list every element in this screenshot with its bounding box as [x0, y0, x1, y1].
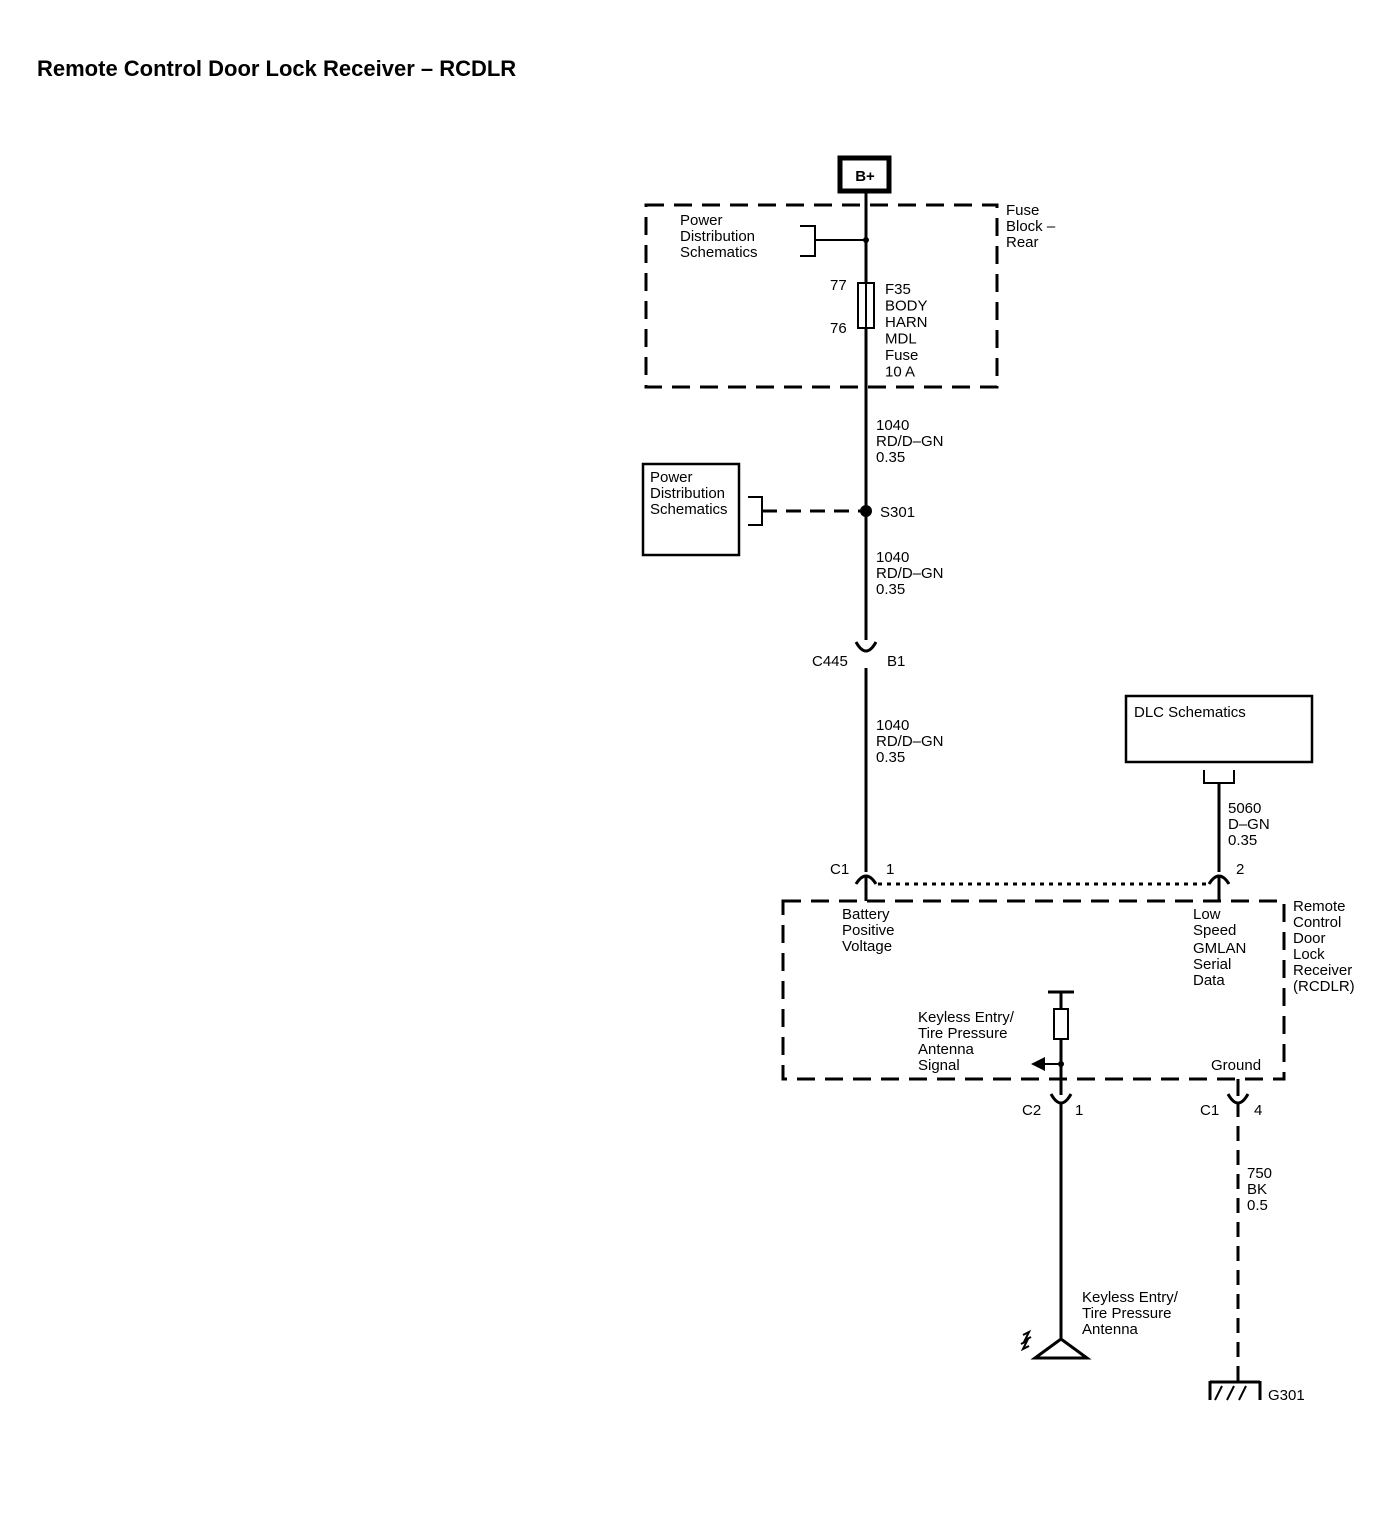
dlc-bracket-icon [1203, 770, 1235, 784]
wire-label-750: 750 BK 0.5 [1247, 1165, 1276, 1214]
ref-bracket-icon [800, 225, 816, 257]
wire-label-1040-a: 1040 RD/D–GN 0.35 [876, 417, 948, 466]
battery-source: B+ [837, 155, 892, 194]
fuse-block-rear [644, 203, 999, 389]
antenna-label: Keyless Entry/ Tire Pressure Antenna [1082, 1289, 1182, 1338]
splice-dot [860, 505, 872, 517]
c1-pin2-number: 2 [1236, 861, 1244, 878]
connector-c445-icon [854, 641, 878, 653]
antenna-icon [1030, 1337, 1092, 1360]
wire-label-1040-c: 1040 RD/D–GN 0.35 [876, 717, 948, 766]
splice-bracket-icon [748, 496, 763, 526]
c445-pin: B1 [887, 653, 905, 670]
battery-source-label: B+ [855, 168, 875, 185]
c1-pin4-number: 4 [1254, 1102, 1262, 1119]
fuse-pin-in: 77 [830, 277, 847, 294]
fuse-block-name: Fuse Block – Rear [1006, 202, 1059, 251]
splice-ref: Power Distribution Schematics [650, 469, 729, 518]
radio-wave-icon [1020, 1329, 1032, 1352]
rcdlr-module [781, 899, 1286, 1081]
c2-pin1-number: 1 [1075, 1102, 1083, 1119]
fuse-pin-out: 76 [830, 320, 847, 337]
ground-name: G301 [1268, 1387, 1305, 1404]
lan-label: Low Speed GMLAN Serial Data [1193, 906, 1251, 989]
c1-pin1-connector: C1 [830, 861, 849, 878]
c2-pin1-connector: C2 [1022, 1102, 1041, 1119]
splice-name: S301 [880, 504, 915, 521]
resistor-icon [1053, 1008, 1069, 1040]
battery-voltage-label: Battery Positive Voltage [842, 906, 899, 955]
ground-label: Ground [1211, 1057, 1261, 1074]
c1-pin1-number: 1 [886, 861, 894, 878]
fuse-label: F35 BODY HARN MDL Fuse 10 A [885, 281, 932, 381]
wire-label-5060: 5060 D–GN 0.35 [1228, 800, 1274, 849]
junction-dot [863, 237, 869, 243]
c1-pin4-connector: C1 [1200, 1102, 1219, 1119]
diagram-title: Remote Control Door Lock Receiver – RCDL… [37, 56, 516, 81]
dlc-ref-label: DLC Schematics [1134, 704, 1246, 721]
c445-name: C445 [812, 653, 848, 670]
wire-label-1040-b: 1040 RD/D–GN 0.35 [876, 549, 948, 598]
splice-ref-box[interactable] [641, 462, 741, 557]
fuse-block-ref[interactable]: Power Distribution Schematics [680, 212, 759, 261]
dlc-ref-box[interactable] [1124, 694, 1314, 764]
antenna-signal-label: Keyless Entry/ Tire Pressure Antenna Sig… [918, 1009, 1018, 1074]
connector-c2-pin1-icon [1049, 1093, 1073, 1105]
module-name: Remote Control Door Lock Receiver (RCDLR… [1293, 898, 1356, 995]
signal-arrow-icon [1031, 1057, 1045, 1071]
chassis-ground-icon [1208, 1366, 1262, 1401]
